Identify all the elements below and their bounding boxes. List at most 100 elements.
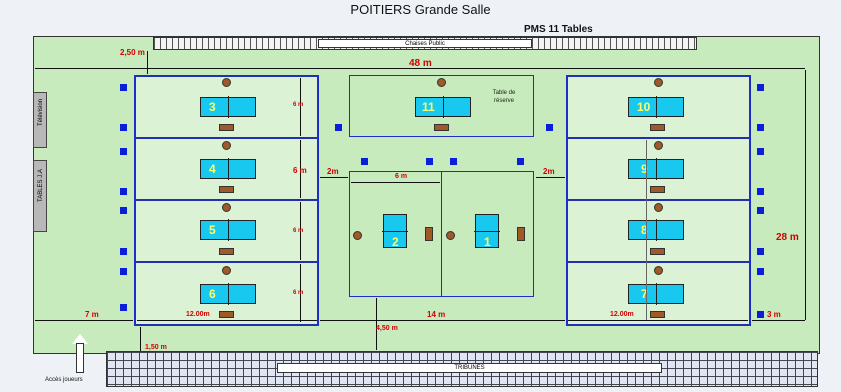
umpire-chair (437, 78, 446, 87)
court-length-label: 6 m (293, 290, 304, 296)
court-length-line (300, 78, 301, 136)
barrier-marker (757, 248, 764, 255)
court-length-line (300, 202, 301, 260)
umpire-chair (654, 203, 663, 212)
table-2: 2 (382, 214, 408, 249)
court-11 (349, 75, 534, 137)
reserve-table-label: Table de réserve (492, 90, 516, 104)
barrier-marker (757, 268, 764, 275)
umpire-chair (222, 203, 231, 212)
gap-left-label: 2m (327, 167, 339, 176)
right-margin-label: 3 m (767, 310, 781, 319)
barrier-marker (120, 84, 127, 91)
gap-right-label: 2m (543, 167, 555, 176)
hall-floor (33, 36, 820, 354)
table-10: 10 (628, 96, 684, 118)
barrier-marker (426, 158, 433, 165)
table-7-number: 7 (641, 287, 648, 301)
barrier-marker (361, 158, 368, 165)
gap-right-line (536, 177, 565, 178)
access-arrow-icon (72, 334, 88, 344)
center-court-line (351, 182, 440, 183)
center-width-line (320, 320, 565, 321)
court-length-label: 6 m (293, 102, 304, 108)
barrier-marker (517, 158, 524, 165)
table-5-number: 5 (209, 223, 216, 237)
barrier-marker (120, 248, 127, 255)
access-label: Accès joueurs (45, 377, 83, 383)
table-1-number: 1 (484, 235, 491, 249)
barrier-marker (120, 304, 127, 311)
left-play-area (134, 75, 319, 326)
top-margin-label: 2,50 m (120, 48, 145, 57)
table-3: 3 (200, 96, 256, 118)
umpire-chair (222, 78, 231, 87)
bottom-margin-label: 1,50 m (145, 344, 167, 351)
umpire-chair (654, 266, 663, 275)
access-arrow-shaft (76, 343, 84, 373)
hall-length-line (35, 68, 805, 69)
hall-width-label: 28 m (776, 232, 799, 243)
left-group-width-label: 12.00m (186, 311, 210, 318)
barrier-marker (450, 158, 457, 165)
left-margin-label: 7 m (85, 310, 99, 319)
umpire-chair (353, 231, 362, 240)
scoreboard (434, 124, 449, 131)
table-3-number: 3 (209, 100, 216, 114)
table-1: 1 (474, 214, 500, 249)
right-margin-line (752, 320, 805, 321)
table-10-number: 10 (637, 100, 651, 114)
table-6: 6 (200, 283, 256, 305)
scoreboard (517, 227, 525, 241)
tv-box: Télévision (33, 92, 47, 148)
barrier-marker (757, 188, 764, 195)
hall-length-label: 48 m (409, 58, 432, 69)
right-group-width-label: 12.00m (610, 311, 634, 318)
scoreboard (425, 227, 433, 241)
gap-left-line (320, 177, 348, 178)
hall-width-line (805, 70, 806, 320)
barrier-marker (757, 207, 764, 214)
center-width-label: 14 m (427, 310, 446, 319)
scoreboard (650, 124, 665, 131)
bottom-margin-line (140, 327, 141, 351)
barrier-marker (335, 124, 342, 131)
center-bottom-label: 4,50 m (376, 325, 398, 332)
barrier-marker (120, 207, 127, 214)
court-length-label: 6 m (293, 166, 307, 175)
table-5: 5 (200, 219, 256, 241)
tables-ja-label: TABLES J.A (38, 169, 44, 202)
umpire-chair (222, 266, 231, 275)
scoreboard (650, 311, 665, 318)
barrier-marker (757, 311, 764, 318)
plan-title: POITIERS Grande Salle (350, 2, 491, 17)
center-play-area (349, 171, 534, 297)
umpire-chair (446, 231, 455, 240)
court-length-line (300, 140, 301, 198)
left-group-width-line (137, 320, 317, 321)
court-length-label: 6 m (293, 228, 304, 234)
barrier-marker (757, 124, 764, 131)
barrier-marker (757, 148, 764, 155)
table-8: 8 (628, 219, 684, 241)
table-4-number: 4 (209, 162, 216, 176)
scoreboard (650, 248, 665, 255)
right-play-area (566, 75, 751, 326)
table-11-number: 11 (422, 100, 435, 114)
table-9: 9 (628, 158, 684, 180)
umpire-chair (654, 78, 663, 87)
scoreboard (219, 124, 234, 131)
table-8-number: 8 (641, 223, 648, 237)
public-chairs-label: Chaises Public (318, 39, 532, 48)
court-length-line (300, 264, 301, 322)
top-margin-line (147, 51, 148, 74)
scoreboard (219, 186, 234, 193)
table-4: 4 (200, 158, 256, 180)
table-6-number: 6 (209, 287, 216, 301)
table-9-number: 9 (641, 162, 648, 176)
scoreboard (219, 311, 234, 318)
tables-ja-box: TABLES J.A (33, 160, 47, 232)
scoreboard (219, 248, 234, 255)
barrier-marker (120, 148, 127, 155)
plan-subtitle: PMS 11 Tables (524, 24, 593, 35)
